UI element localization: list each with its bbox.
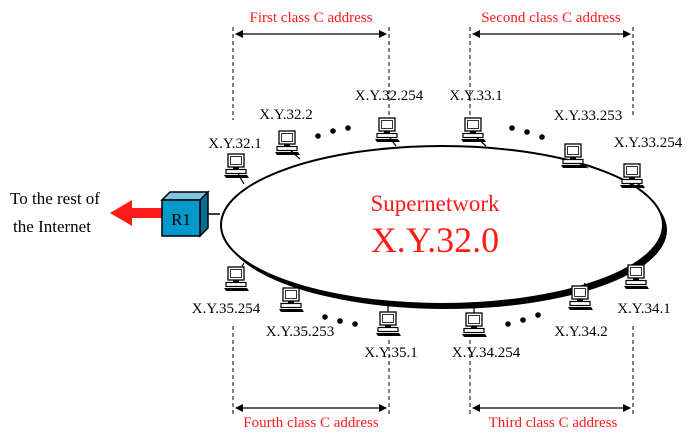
computer-icon xyxy=(460,117,487,143)
ellipsis-dots xyxy=(315,125,545,327)
host-label: X.Y.32.2 xyxy=(259,107,312,123)
host-label: X.Y.35.254 xyxy=(192,301,261,317)
supernetwork-ring xyxy=(220,145,664,305)
computer-icon xyxy=(374,117,401,143)
range-arrows xyxy=(235,30,631,412)
internet-label-line1: To the rest of xyxy=(10,189,100,208)
host-label: X.Y.32.1 xyxy=(208,136,261,152)
computer-icon xyxy=(278,287,305,313)
network-address: X.Y.32.0 xyxy=(371,220,499,260)
computer-icon xyxy=(274,130,301,156)
range-guides xyxy=(232,27,634,415)
host-label: X.Y.34.2 xyxy=(554,324,607,340)
computer-icon xyxy=(375,311,402,337)
internet-label-line2: the Internet xyxy=(13,217,91,236)
host-label: X.Y.33.254 xyxy=(614,135,683,151)
host-label: X.Y.33.253 xyxy=(554,108,622,124)
host-label: X.Y.34.254 xyxy=(452,345,521,361)
internet-arrow xyxy=(110,200,162,226)
host-label: X.Y.32.254 xyxy=(355,88,424,104)
host-label: X.Y.34.1 xyxy=(617,301,670,317)
computer-icon xyxy=(461,312,488,338)
router-label: R1 xyxy=(171,210,191,229)
third-range-label: Third class C address xyxy=(489,415,618,431)
first-range-label: First class C address xyxy=(250,10,373,26)
router-r1 xyxy=(160,190,220,238)
computer-icon xyxy=(223,266,250,292)
network-title: Supernetwork xyxy=(370,191,500,216)
computer-icon xyxy=(223,153,250,179)
computer-icon xyxy=(623,264,650,290)
host-label: X.Y.35.253 xyxy=(266,324,334,340)
host-label: X.Y.33.1 xyxy=(449,88,502,104)
fourth-range-label: Fourth class C address xyxy=(243,415,379,431)
second-range-label: Second class C address xyxy=(481,10,621,26)
host-label: X.Y.35.1 xyxy=(364,345,417,361)
